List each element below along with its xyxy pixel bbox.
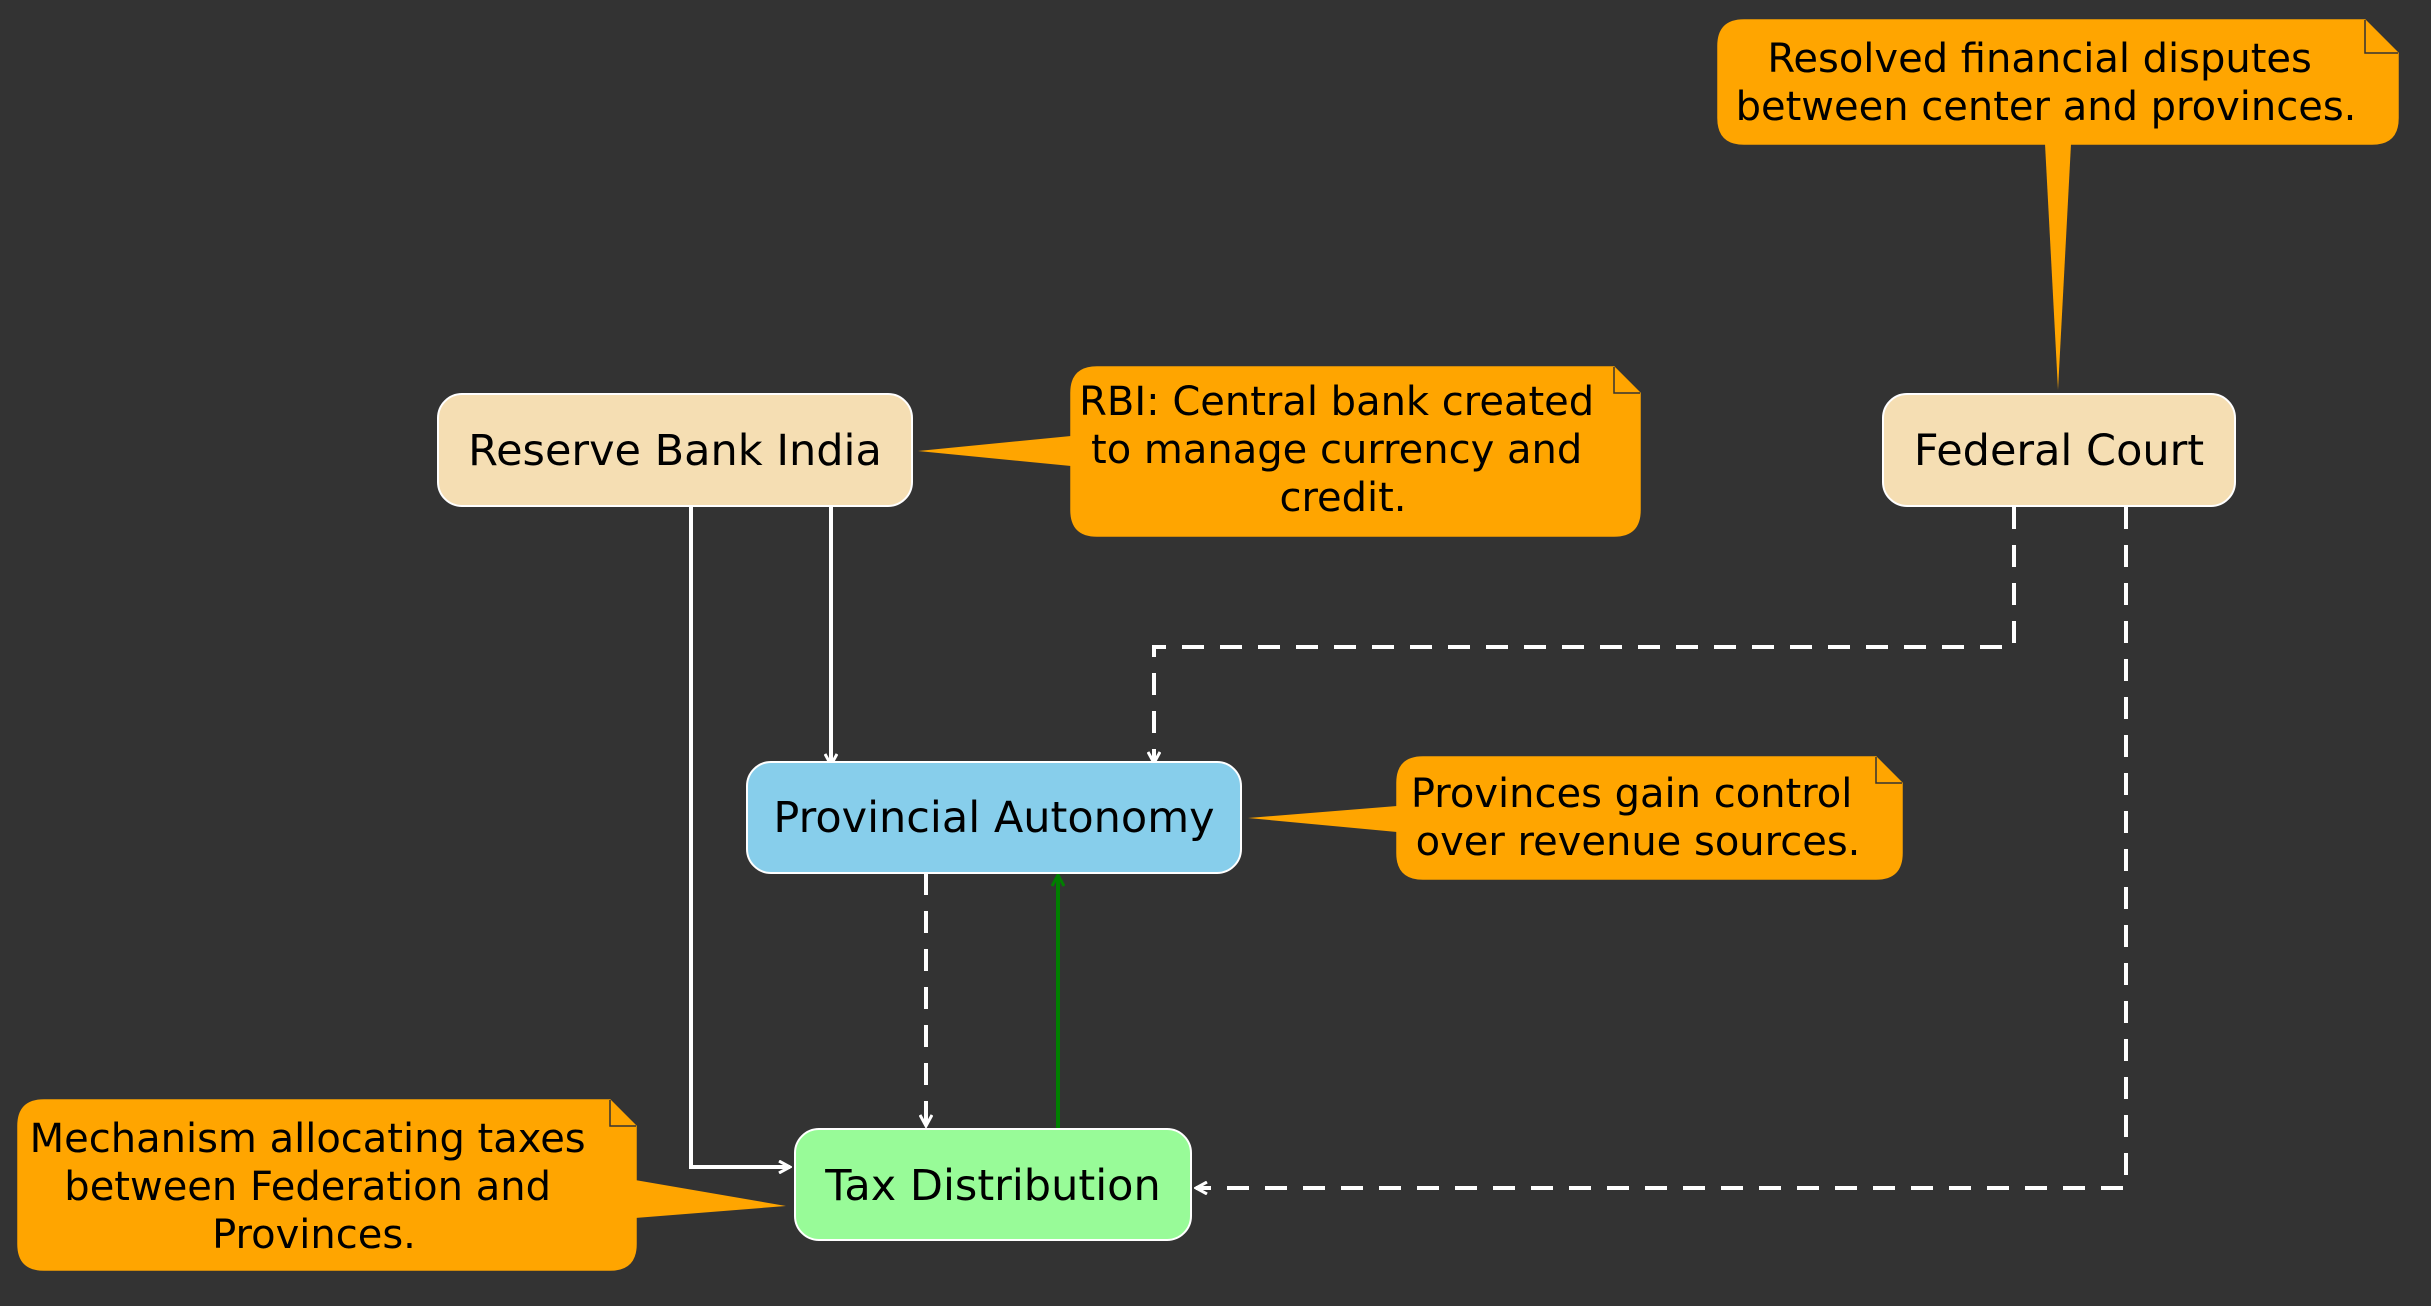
node-label: Federal Court: [1914, 426, 2204, 476]
node-label: Provincial Autonomy: [773, 793, 1214, 843]
note-pointer: [1248, 806, 1397, 832]
node-tax-distribution[interactable]: Tax Distribution: [794, 1128, 1192, 1241]
node-box: [794, 1128, 1192, 1241]
note-fold: [1875, 757, 1902, 784]
node-federal-court[interactable]: Federal Court: [1882, 393, 2236, 507]
note-fold: [609, 1100, 636, 1127]
note-fold: [2364, 20, 2398, 54]
note-line: between center and provinces.: [1736, 84, 2357, 130]
note-body: [1396, 756, 1903, 880]
note-provincial-autonomy: Provinces gain control over revenue sour…: [1248, 756, 1903, 880]
note-line: Resolved financial disputes: [1767, 36, 2312, 82]
node-box: [437, 393, 913, 507]
note-body: [1717, 19, 2399, 145]
note-pointer: [2045, 144, 2071, 390]
edge-rbi-to-tax-distribution: [689, 507, 790, 1167]
note-body: [17, 1099, 637, 1271]
note-fold: [1613, 367, 1640, 394]
node-rbi[interactable]: Reserve Bank India: [437, 393, 913, 507]
node-label: Tax Distribution: [824, 1161, 1160, 1211]
note-rbi: RBI: Central bank created to manage curr…: [918, 366, 1641, 537]
note-line: to manage currency and: [1091, 427, 1582, 473]
note-pointer: [918, 436, 1071, 466]
node-label: Reserve Bank India: [468, 426, 882, 476]
note-line: RBI: Central bank created: [1079, 379, 1594, 425]
node-box: [1882, 393, 2236, 507]
note-pointer: [635, 1180, 786, 1218]
node-box: [746, 761, 1242, 874]
note-line: over revenue sources.: [1416, 819, 1861, 865]
note-text: Mechanism allocating taxes between Feder…: [30, 1116, 599, 1258]
note-line: Mechanism allocating taxes: [30, 1116, 586, 1162]
note-line: Provinces gain control: [1411, 771, 1852, 817]
note-line: credit.: [1279, 475, 1406, 521]
edge-federal-court-to-provincial-autonomy: [1154, 507, 2016, 763]
note-line: between Federation and: [64, 1164, 551, 1210]
note-body: [1070, 366, 1641, 537]
note-line: Provinces.: [212, 1212, 416, 1258]
note-text: RBI: Central bank created to manage curr…: [1079, 379, 1607, 521]
note-text: Provinces gain control over revenue sour…: [1411, 771, 1865, 865]
note-text: Resolved financial disputes between cent…: [1736, 36, 2357, 130]
edges: [689, 507, 2128, 1188]
edge-federal-court-to-tax-distribution: [1196, 507, 2128, 1188]
note-tax-distribution: Mechanism allocating taxes between Feder…: [17, 1099, 786, 1271]
node-provincial-autonomy[interactable]: Provincial Autonomy: [746, 761, 1242, 874]
note-federal-court: Resolved financial disputes between cent…: [1717, 19, 2399, 390]
